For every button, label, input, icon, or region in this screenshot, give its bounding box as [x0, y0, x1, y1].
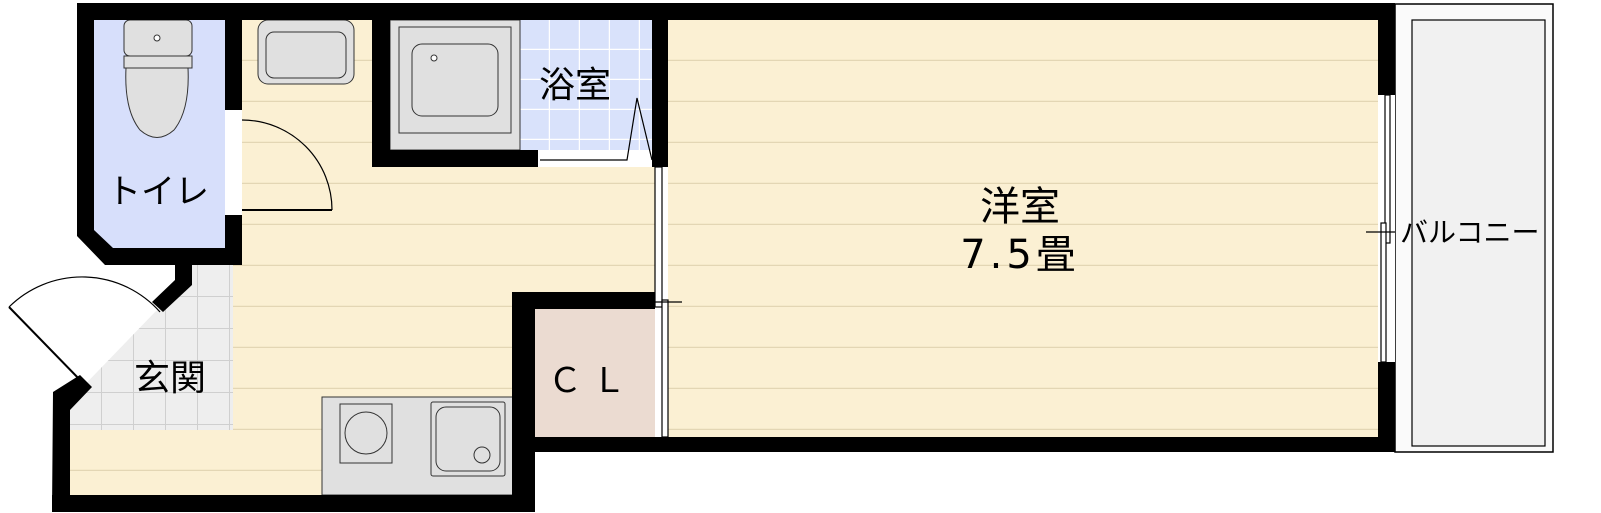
doors — [8, 94, 1395, 438]
bathroom-label: 浴室 — [539, 65, 611, 106]
closet-label: ＣＬ — [548, 361, 636, 401]
entrance-label: 玄関 — [134, 358, 206, 399]
room-partition-sliding-door[interactable] — [650, 166, 682, 438]
toilet-fixture — [123, 19, 193, 138]
washing-machine-space — [257, 19, 355, 85]
western-room-size: 7.5畳 — [960, 232, 1080, 278]
balcony-label: バルコニー — [1400, 216, 1539, 249]
bath-floor — [520, 20, 652, 150]
walls — [52, 3, 1395, 512]
western-room-label: 洋室 — [980, 184, 1060, 230]
western-room-floor — [668, 20, 1380, 437]
toilet-door[interactable] — [241, 119, 333, 211]
closet-floor — [535, 309, 655, 437]
kitchen-counter — [321, 396, 519, 496]
entrance-door[interactable] — [8, 276, 161, 383]
room-labels: 浴室 トイレ 玄関 ＣＬ 洋室 7.5畳 バルコニー — [107, 65, 1539, 401]
bathroom-folding-door[interactable] — [540, 97, 653, 161]
bathtub — [389, 19, 521, 151]
toilet-label: トイレ — [107, 172, 209, 212]
entrance-floor — [70, 265, 233, 430]
hallway-kitchen-floor — [70, 20, 655, 495]
balcony-window[interactable] — [1366, 94, 1395, 363]
balcony-floor — [1411, 19, 1546, 447]
